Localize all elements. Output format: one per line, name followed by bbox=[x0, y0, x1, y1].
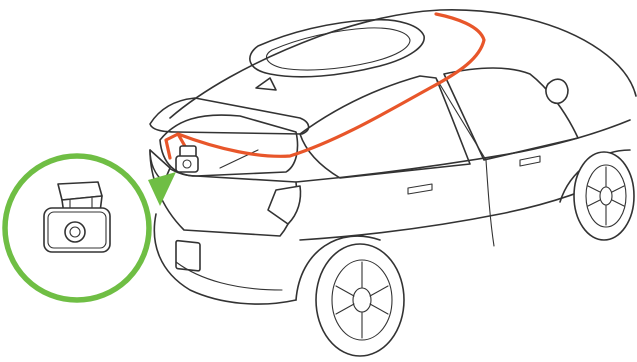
license-plate bbox=[176, 240, 200, 271]
rear-wheel bbox=[316, 244, 404, 356]
door-handle-front bbox=[520, 156, 540, 166]
window-pillar bbox=[436, 78, 486, 160]
side-mirror bbox=[546, 79, 568, 103]
zoom-callout-circle bbox=[5, 156, 176, 300]
antenna bbox=[256, 78, 276, 90]
callout-pointer bbox=[148, 172, 176, 206]
front-wheel bbox=[574, 152, 634, 240]
mounted-rear-camera bbox=[176, 146, 198, 172]
door-handle-rear bbox=[408, 184, 432, 194]
suv-rear-three-quarter-icon bbox=[150, 10, 636, 356]
tail-light-right bbox=[268, 186, 301, 224]
body-side-lower bbox=[300, 174, 620, 240]
door-seam bbox=[486, 160, 494, 246]
